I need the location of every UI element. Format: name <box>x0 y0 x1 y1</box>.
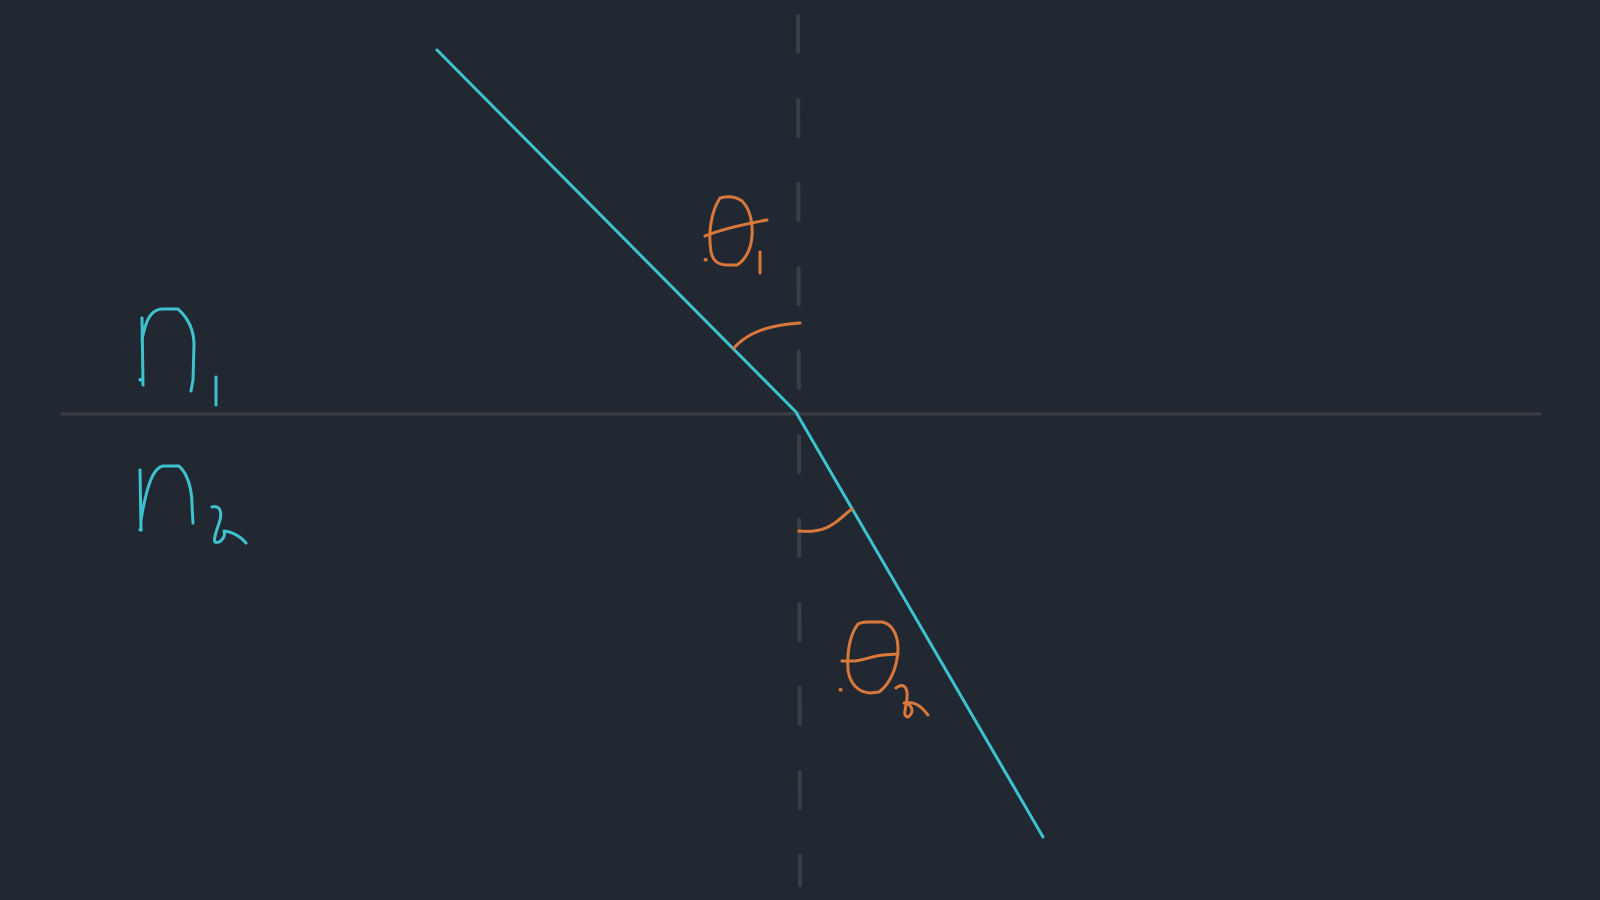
label-theta1-text: θ1 <box>705 259 707 261</box>
label-n1: n1 <box>139 307 218 407</box>
label-n2-text: n2 <box>140 529 142 531</box>
refracted-ray <box>795 412 1045 839</box>
label-theta2-text: θ2 <box>840 689 842 691</box>
normal-line <box>796 14 802 887</box>
angle-arc-refraction <box>797 507 854 533</box>
label-n2: n2 <box>138 464 248 545</box>
incident-ray <box>435 48 799 415</box>
label-n1-text: n1 <box>140 379 142 381</box>
angle-arc-incidence <box>732 321 802 350</box>
label-theta1: θ1 <box>703 195 769 275</box>
label-theta2: θ2 <box>839 620 930 719</box>
